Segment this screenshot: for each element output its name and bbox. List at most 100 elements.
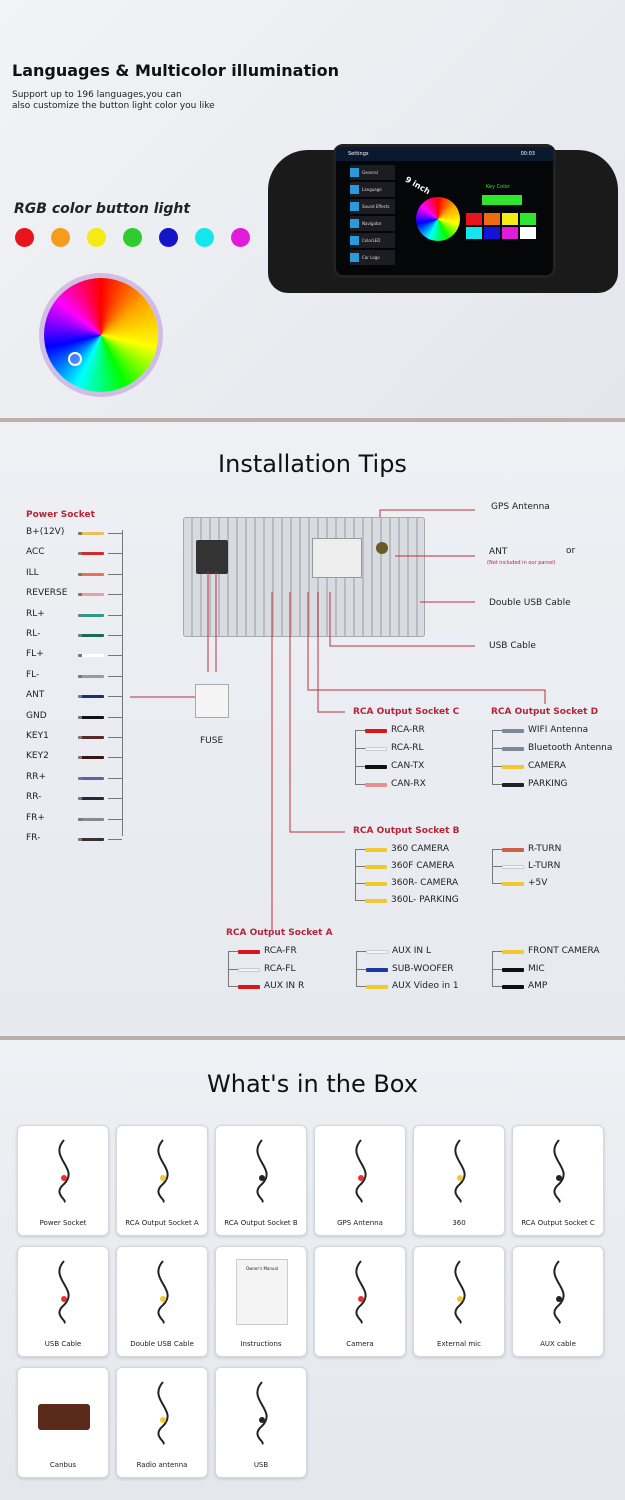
box-item-label: RCA Output Socket A	[125, 1219, 199, 1227]
power-wire-label: GND	[26, 710, 47, 721]
power-wire	[78, 797, 104, 801]
box-item-label: RCA Output Socket B	[224, 1219, 298, 1227]
box-item-card: RCA Output Socket C	[512, 1125, 604, 1236]
power-wire	[78, 674, 104, 678]
color-dot	[231, 228, 250, 247]
subtitle-line-1: Support up to 196 languages,you can	[12, 90, 182, 100]
power-wire	[78, 817, 104, 821]
connector-wire	[502, 865, 524, 869]
cable-icon	[454, 1139, 466, 1203]
connector-label: CAN-RX	[391, 779, 426, 789]
bracket-tick	[228, 951, 238, 952]
menu-item-label: Language	[362, 187, 382, 192]
box-item-label: 360	[452, 1219, 466, 1227]
cable-icon	[355, 1139, 367, 1203]
connector-label: PARKING	[528, 779, 568, 789]
socket-title: RCA Output Socket D	[491, 707, 599, 717]
color-dot	[159, 228, 178, 247]
connector-label: R-TURN	[528, 844, 562, 854]
color-dot	[15, 228, 34, 247]
power-wire	[78, 634, 104, 637]
connector-wire	[238, 967, 260, 972]
connector-wire	[366, 985, 388, 989]
bracket-tick	[355, 748, 365, 749]
bracket-tick	[492, 784, 502, 785]
box-item-card: USB	[215, 1367, 307, 1478]
box-item-label: GPS Antenna	[337, 1219, 383, 1227]
power-wire-label: FL-	[26, 669, 40, 680]
socket-c-line	[317, 592, 345, 713]
color-dot	[87, 228, 106, 247]
power-wire-label: ILL	[26, 567, 39, 578]
power-wire	[78, 838, 104, 841]
power-connector	[196, 540, 228, 574]
bracket-tick	[108, 696, 122, 698]
screen-color-wheel	[416, 197, 460, 241]
fuse-lines	[207, 572, 217, 672]
box-item-label: External mic	[437, 1340, 481, 1348]
bracket-tick	[108, 798, 122, 800]
connector-label: AUX Video in 1	[392, 981, 459, 991]
bracket-tick	[108, 675, 122, 677]
box-item-label: Radio antenna	[136, 1461, 188, 1469]
screen-header: Settings	[348, 151, 369, 157]
connector-label: Bluetooth Antenna	[528, 743, 613, 753]
power-wire	[78, 776, 104, 780]
box-item-card: Double USB Cable	[116, 1246, 208, 1357]
ant-label: ANT	[489, 547, 508, 557]
bracket-line	[356, 951, 357, 986]
connector-wire	[502, 985, 524, 989]
box-item-card: RCA Output Socket B	[215, 1125, 307, 1236]
power-wire	[78, 532, 104, 535]
screen-menu-item: Navigator	[350, 216, 395, 231]
screen-time: 00:03	[520, 151, 535, 157]
connector-label: 360F CAMERA	[391, 861, 455, 871]
connector-wire	[238, 985, 260, 989]
size-label: 9 inch	[403, 174, 432, 197]
box-item-card: RCA Output Socket A	[116, 1125, 208, 1236]
connector-label: MIC	[528, 963, 545, 974]
connector-wire	[366, 967, 388, 972]
connector-wire	[365, 765, 387, 769]
menu-item-icon	[350, 185, 359, 194]
cable-icon	[157, 1139, 169, 1203]
bracket-line	[492, 849, 493, 883]
cable-icon	[157, 1381, 169, 1445]
connector-label: 360 CAMERA	[391, 844, 449, 854]
fuse-box	[195, 684, 229, 718]
box-item-card: Canbus	[17, 1367, 109, 1478]
fuse-label: FUSE	[200, 736, 224, 746]
menu-item-label: Navigator	[362, 221, 382, 226]
screen-menu-item: Language	[350, 182, 395, 197]
bracket-line	[355, 849, 356, 900]
cable-icon	[256, 1381, 268, 1445]
power-wire-label: RR+	[26, 771, 47, 782]
connector-label: AUX IN R	[264, 981, 305, 991]
box-item-label: Canbus	[49, 1461, 77, 1469]
screen-menu-item: General	[350, 165, 395, 180]
bracket-tick	[355, 883, 365, 884]
bracket-tick	[492, 748, 502, 749]
bracket-line	[492, 730, 493, 784]
connector-wire	[365, 899, 387, 903]
key-color-swatch	[502, 227, 518, 239]
bracket-tick	[108, 594, 122, 596]
screen-menu-item: ColorLED	[350, 233, 395, 248]
screen-menu-item: Car Logo	[350, 250, 395, 265]
bracket-tick	[492, 866, 502, 867]
menu-item-icon	[350, 219, 359, 228]
bracket-tick	[356, 968, 366, 970]
key-color-swatch	[502, 213, 518, 225]
key-color-swatch	[466, 227, 482, 239]
box-item-card: GPS Antenna	[314, 1125, 406, 1236]
bracket-tick	[355, 849, 365, 850]
box-item-label: Double USB Cable	[130, 1340, 194, 1348]
usb-cable-label: USB Cable	[489, 641, 536, 651]
bracket-tick	[108, 614, 122, 616]
menu-item-label: General	[362, 170, 378, 175]
menu-item-label: ColorLED	[362, 238, 381, 243]
menu-item-icon	[350, 236, 359, 245]
connector-label: FRONT CAMERA	[528, 946, 600, 956]
